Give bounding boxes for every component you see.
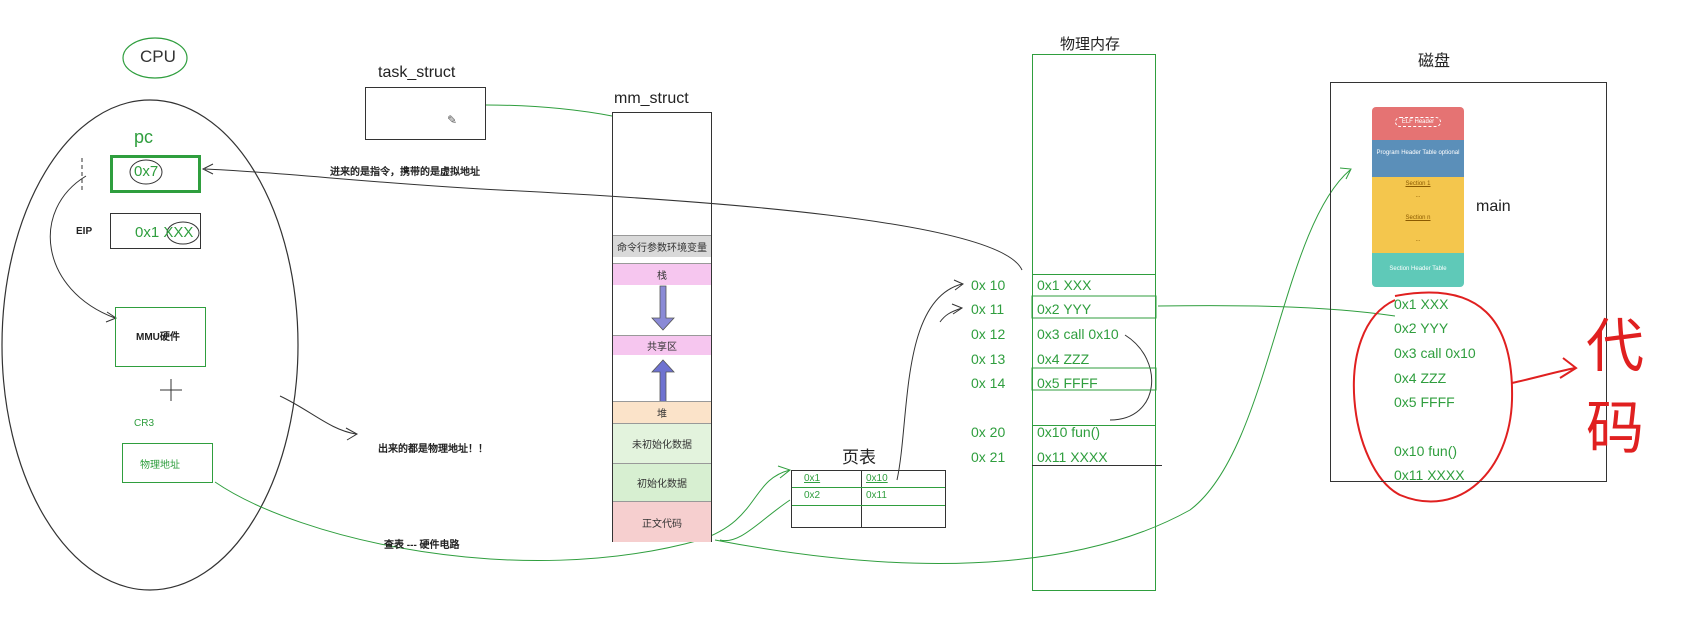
page-table-divider-h1 [792, 487, 945, 488]
physical-memory-line-a [1032, 425, 1156, 426]
mem-address-2: 0x 12 [971, 326, 1006, 342]
page-table-divider-v [861, 471, 862, 527]
disk-title: 磁盘 [1418, 53, 1451, 70]
elf-section-1: Section 1 [1372, 177, 1464, 193]
mmu-box [115, 307, 206, 367]
mm-struct-box: 命令行参数环境变量 栈 共享区 堆 未初始化数据 初始化数据 正文代码 [612, 112, 712, 542]
mmu-label: MMU硬件 [136, 332, 180, 343]
annotation-incoming: 进来的是指令，携带的是虚拟地址 [330, 167, 480, 178]
elf-file: ELF Header Program Header Table optional… [1372, 107, 1464, 287]
mm-segment-stack: 栈 [613, 263, 711, 285]
mem-address-1: 0x 11 [971, 301, 1005, 317]
physical-memory-box [1032, 54, 1156, 591]
mm-struct-label: mm_struct [614, 90, 689, 107]
task-struct-label: task_struct [378, 64, 456, 81]
mem-content-6: 0x11 XXXX [1037, 449, 1108, 465]
handwritten-code-label: 代码 [1586, 312, 1645, 462]
mmu-out-curve [279, 395, 357, 435]
mm-segment-args: 命令行参数环境变量 [613, 235, 711, 257]
pagetable-to-mem-0x10 [896, 283, 963, 481]
page-table-divider-h2 [792, 505, 945, 506]
cpu-title: CPU [140, 47, 176, 66]
disk-code-line-2: 0x3 call 0x10 [1394, 345, 1476, 361]
mem-content-4: 0x5 FFFF [1037, 375, 1098, 391]
elf-program-header: Program Header Table optional [1372, 140, 1464, 177]
physical-memory-line-top [1032, 274, 1156, 275]
physical-memory-line-b [1032, 465, 1162, 466]
mem-address-5: 0x 20 [971, 424, 1006, 440]
page-table-title: 页表 [842, 448, 876, 467]
page-table-virtual-1: 0x2 [804, 490, 821, 501]
pagetable-to-mem-0x11-arrowhead [951, 303, 964, 315]
disk-code-line-3: 0x4 ZZZ [1394, 370, 1447, 386]
disk-main-label: main [1476, 198, 1511, 215]
page-table-virtual-0: 0x1 [804, 473, 821, 484]
phys-addr-box [122, 443, 213, 483]
physaddr-to-pagetable-arrowhead [777, 465, 792, 479]
elf-dots-2: ... [1372, 231, 1464, 253]
mem-to-pc-arrowhead [201, 163, 214, 175]
elf-header-label: ELF Header [1394, 117, 1442, 127]
elf-section-n: Section n [1372, 209, 1464, 231]
phys-addr-label: 物理地址 [140, 460, 180, 471]
mem-content-5: 0x10 fun() [1037, 424, 1101, 440]
elf-section-header: Section Header Table [1372, 253, 1464, 287]
page-table-physical-1: 0x11 [866, 490, 887, 501]
disk-code-line-6: 0x11 XXXX [1394, 467, 1465, 483]
annotation-outgoing: 出来的都是物理地址！！ [378, 444, 488, 455]
disk-box [1330, 82, 1607, 482]
mem-content-3: 0x4 ZZZ [1037, 351, 1090, 367]
disk-code-line-5: 0x10 fun() [1394, 443, 1458, 459]
mm-segment-shared: 共享区 [613, 335, 711, 355]
mem-address-4: 0x 14 [971, 375, 1006, 391]
mm-segment-text: 正文代码 [613, 501, 711, 542]
mm-to-pagetable-curve [719, 499, 791, 542]
eip-register [110, 213, 201, 249]
eip-label: EIP [76, 226, 93, 237]
page-table-physical-0: 0x10 [866, 473, 888, 484]
cr3-label: CR3 [134, 418, 155, 429]
mmu-out-arrowhead [345, 427, 359, 441]
disk-code-line-1: 0x2 YYY [1394, 320, 1449, 336]
page-table: 0x1 0x10 0x2 0x11 [791, 470, 946, 528]
mem-address-6: 0x 21 [971, 449, 1006, 465]
pc-value: 0x7 [134, 163, 159, 180]
task-to-mm-line [485, 104, 613, 117]
annotation-lookup: 查表 --- 硬件电路 [384, 540, 460, 551]
mm-segment-data: 初始化数据 [613, 463, 711, 501]
elf-dots-1: ... [1372, 193, 1464, 209]
pc-label: pc [134, 127, 154, 147]
pagetable-to-mem-0x11 [939, 307, 963, 323]
task-struct-box [365, 87, 486, 140]
eip-value: 0x1 XXX [135, 224, 194, 241]
mem-content-2: 0x3 call 0x10 [1037, 326, 1119, 342]
disk-code-line-0: 0x1 XXX [1394, 296, 1449, 312]
mem-content-0: 0x1 XXX [1037, 277, 1092, 293]
elf-header: ELF Header [1372, 107, 1464, 140]
mm-segment-heap: 堆 [613, 401, 711, 423]
mem-address-3: 0x 13 [971, 351, 1006, 367]
pc-to-mmu-curve [49, 175, 116, 319]
physical-memory-title: 物理内存 [1060, 36, 1121, 53]
mm-segment-bss: 未初始化数据 [613, 423, 711, 463]
mem-address-0: 0x 10 [971, 277, 1006, 293]
pencil-icon: ✎ [447, 113, 458, 127]
disk-code-line-4: 0x5 FFFF [1394, 394, 1455, 410]
mem-content-1: 0x2 YYY [1037, 301, 1092, 317]
pagetable-to-mem-0x10-arrowhead [953, 279, 964, 291]
pc-register [110, 155, 201, 193]
